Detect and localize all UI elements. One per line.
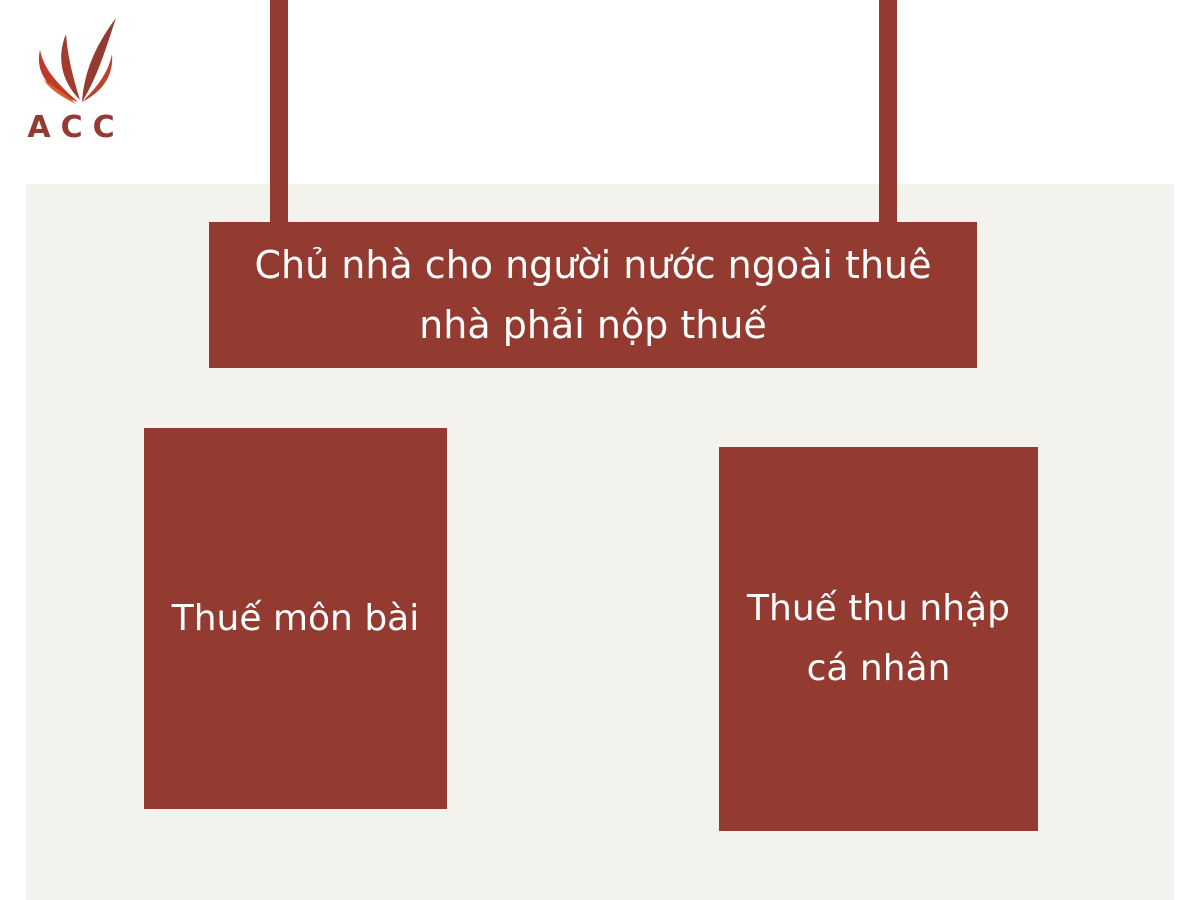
acc-logo: ACC (26, 10, 126, 150)
child-node-label: Thuế môn bài (171, 597, 420, 639)
logo-text: ACC (27, 110, 125, 145)
root-node: Chủ nhà cho người nước ngoài thuê nhà ph… (209, 222, 977, 368)
child-node-business-license-tax: Thuế môn bài (144, 428, 447, 809)
hanger-bar-left (270, 0, 288, 232)
hanger-bar-right (879, 0, 897, 232)
child-node-label: Thuế thu nhập cá nhân (747, 588, 1010, 689)
child-node-personal-income-tax: Thuế thu nhập cá nhân (719, 447, 1038, 831)
flame-leaf-icon (38, 18, 116, 104)
root-node-label: Chủ nhà cho người nước ngoài thuê nhà ph… (254, 243, 932, 347)
